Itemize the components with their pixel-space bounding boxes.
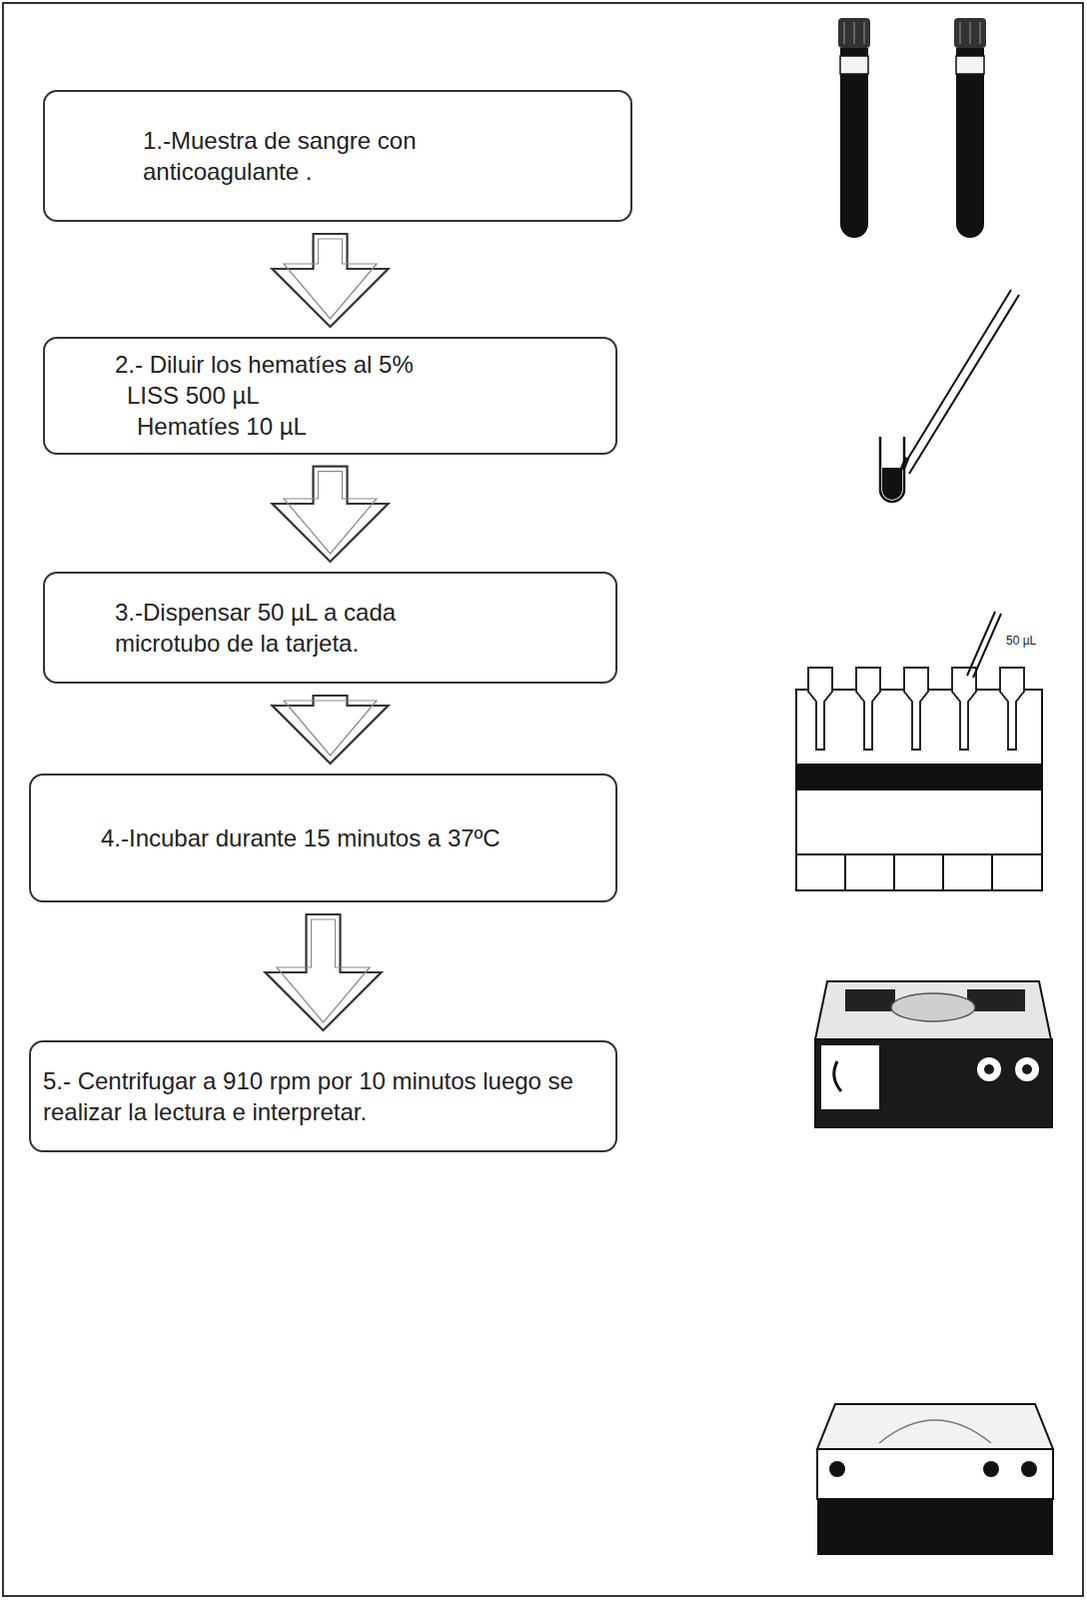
- process-box: 1.-Muestra de sangre con anticoagulante …: [42, 89, 633, 222]
- step-text: Hematíes 10 µL: [136, 410, 604, 442]
- arrow-outline: [265, 914, 382, 1031]
- arrow-inner-line: [283, 700, 377, 756]
- process-box: 2.- Diluir los hematíes al 5%LISS 500 µL…: [42, 336, 618, 455]
- flow-arrow: [272, 466, 389, 562]
- arrow-inner-line: [276, 919, 370, 1023]
- gel-card: [796, 611, 1043, 891]
- arrow-outline: [272, 466, 389, 562]
- incubator: [815, 981, 1053, 1127]
- step-text: 1.-Muestra de sangre con anticoagulante …: [142, 124, 503, 187]
- blood-tube: [838, 17, 871, 238]
- centrifuge: [817, 1403, 1054, 1555]
- step-text: 3.-Dispensar 50 µL a cada microtubo de l…: [114, 596, 505, 659]
- process-box: 4.-Incubar durante 15 minutos a 37ºC: [28, 773, 618, 903]
- process-box: 5.- Centrifugar a 910 rpm por 10 minutos…: [28, 1040, 618, 1152]
- flow-arrow: [265, 914, 382, 1031]
- arrow-inner-line: [283, 471, 377, 554]
- flow-arrow: [272, 233, 389, 327]
- arrow-outline: [272, 695, 389, 764]
- step-text: 2.- Diluir los hematíes al 5%: [114, 348, 595, 380]
- flow-arrow: [272, 695, 389, 764]
- dilution-tube: [880, 289, 1020, 502]
- arrow-inner-line: [283, 238, 377, 319]
- step-text: 5.- Centrifugar a 910 rpm por 10 minutos…: [42, 1065, 604, 1127]
- process-box: 3.-Dispensar 50 µL a cada microtubo de l…: [42, 571, 618, 684]
- arrow-outline: [272, 233, 389, 327]
- step-text: 4.-Incubar durante 15 minutos a 37ºC: [100, 822, 551, 854]
- blood-tube: [954, 17, 987, 238]
- volume-label: 50 µL: [1005, 633, 1038, 648]
- step-text: LISS 500 µL: [126, 379, 604, 411]
